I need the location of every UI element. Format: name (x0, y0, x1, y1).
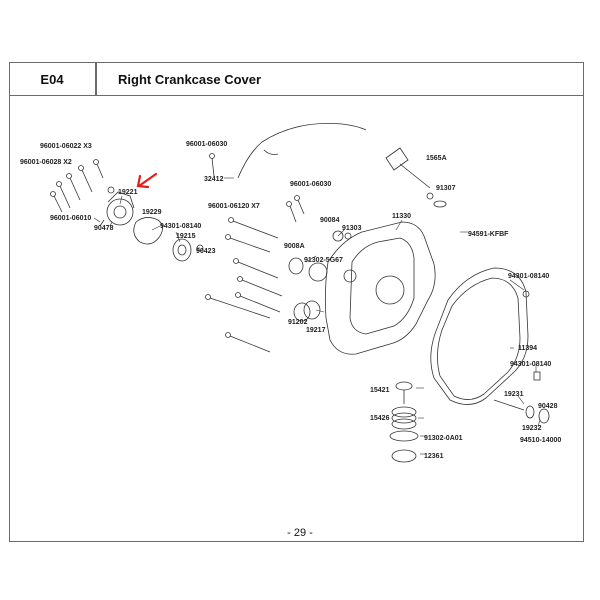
part-label: 94301-08140 (510, 361, 551, 368)
page-number: - 29 - (287, 527, 313, 539)
part-label: 15421 (370, 387, 390, 394)
header-bar (9, 62, 584, 96)
part-label: 90084 (320, 217, 340, 224)
part-label: 90423 (196, 248, 216, 255)
part-label: 91302-5G67 (304, 257, 343, 264)
part-label: 96001-06030 (290, 181, 331, 188)
part-label: 94301-08140 (160, 223, 201, 230)
header-divider (95, 62, 97, 96)
part-label: 96001-06010 (50, 215, 91, 222)
part-label: 11330 (392, 213, 411, 220)
part-label: 9008A (284, 243, 305, 250)
cable-32412 (237, 123, 367, 179)
part-label: 91307 (436, 185, 456, 192)
gasket-19229 (133, 217, 163, 245)
bolt-group-left (50, 159, 104, 213)
impeller-19215 (172, 238, 204, 262)
diagram-frame (9, 62, 584, 542)
dipstick-1565A (385, 147, 447, 208)
part-label: 90428 (538, 403, 558, 410)
strainer-plug-stack (389, 381, 419, 463)
part-label: 96001-06030 (186, 141, 227, 148)
crankcase-cover-11330 (324, 221, 436, 355)
part-label: 15426 (370, 415, 390, 422)
gasket-11394 (437, 277, 521, 400)
part-label: 90478 (94, 225, 114, 232)
part-label: 94591-KFBF (468, 231, 509, 238)
part-label: 96001-06028 X2 (20, 159, 72, 166)
bolt-group-long (205, 217, 283, 353)
part-label: 11394 (518, 345, 537, 352)
part-label: 19215 (176, 233, 196, 240)
leader-lines (93, 177, 541, 455)
part-label: 94301-08140 (508, 273, 549, 280)
part-label: 19231 (504, 391, 524, 398)
part-label: 19229 (142, 209, 162, 216)
part-label: 91302-0A01 (424, 435, 463, 442)
part-label: 91202 (288, 319, 308, 326)
part-label: 96001-06022 X3 (40, 143, 92, 150)
page-title: Right Crankcase Cover (118, 71, 262, 87)
part-label: 1565A (426, 155, 447, 162)
section-code: E04 (40, 71, 64, 87)
part-label: 94510-14000 (520, 437, 561, 444)
part-label: 19221 (118, 189, 138, 196)
highlight-arrow (136, 172, 158, 189)
part-label: 91303 (342, 225, 362, 232)
part-label: 19217 (306, 327, 326, 334)
part-label: 19232 (522, 425, 542, 432)
part-label: 96001-06120 X7 (208, 203, 260, 210)
part-label: 32412 (204, 176, 224, 183)
part-label: 12361 (424, 453, 444, 460)
water-pump-part (99, 186, 135, 227)
